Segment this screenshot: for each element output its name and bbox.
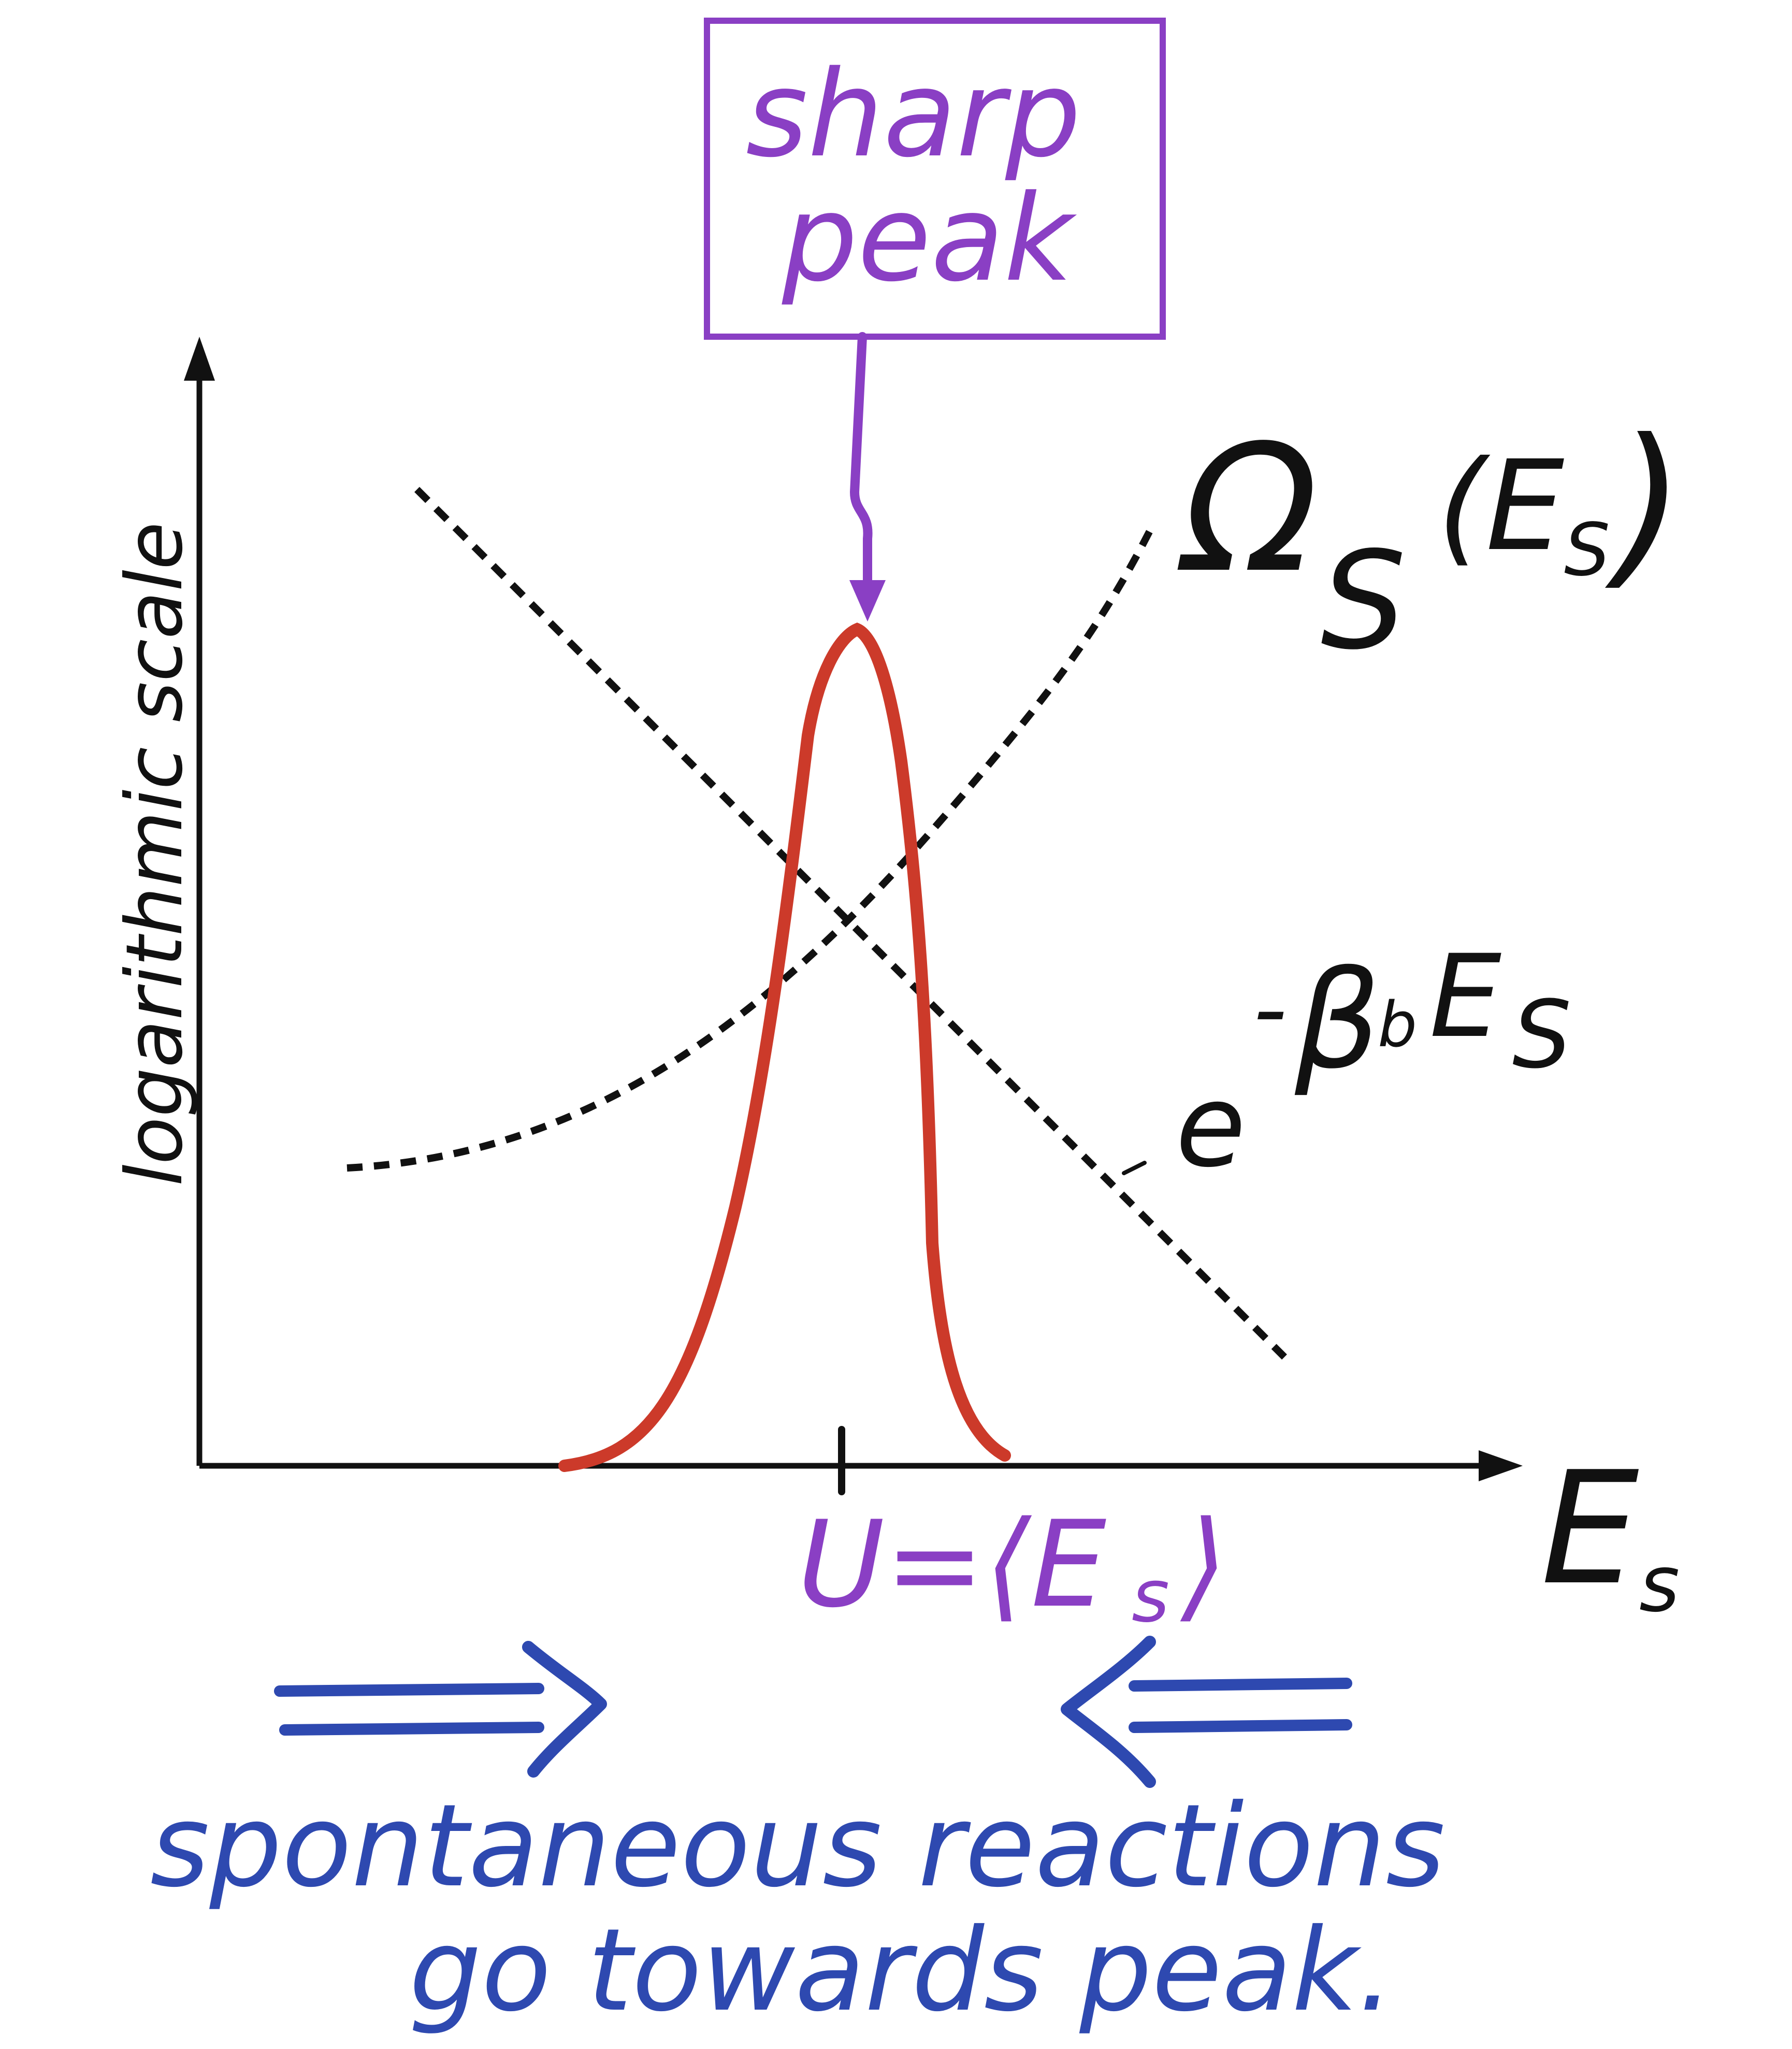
sharp-peak-box — [704, 18, 1166, 340]
sharp-peak-pointer — [849, 332, 873, 611]
boltzmann-exp-E: E — [1429, 930, 1501, 1063]
x-axis-arrowhead — [1479, 1450, 1523, 1481]
boltzmann-factor-curve — [414, 487, 1287, 1360]
density-of-states-curve — [346, 529, 1153, 1172]
omega-argument-subscript: S — [1564, 508, 1610, 593]
sharp-peak-box-line2: peak — [782, 170, 1077, 308]
omega-close-paren: ) — [1605, 401, 1685, 607]
boltzmann-exp-E-subscript: S — [1512, 981, 1571, 1089]
boltzmann-exp-minus: - — [1253, 955, 1287, 1063]
mean-energy-close: ⟩ — [1180, 1496, 1227, 1634]
omega-symbol: Ω — [1175, 407, 1318, 612]
sharp-peak-pointer-arrowhead — [849, 580, 886, 622]
mean-energy-text: U=⟨E — [798, 1496, 1106, 1634]
boltzmann-label-leader — [1122, 1161, 1147, 1175]
axes — [184, 337, 1523, 1495]
boltzmann-factor-label: e - β b E S — [1122, 930, 1571, 1192]
mean-energy-subscript: s — [1132, 1554, 1169, 1639]
left-double-arrow — [1061, 1636, 1352, 1788]
x-axis-label: E — [1541, 1438, 1640, 1619]
probability-peak-curve — [558, 622, 1011, 1472]
caption-line1: spontaneous reactions — [150, 1780, 1445, 1912]
right-double-arrow — [274, 1641, 607, 1778]
y-axis-label: logarithmic scale — [110, 522, 200, 1186]
omega-argument: (E — [1437, 434, 1565, 579]
omega-subscript: S — [1321, 523, 1406, 680]
mean-energy-label: U=⟨E s ⟩ — [798, 1496, 1227, 1639]
boltzmann-exp-beta-subscript: b — [1378, 989, 1417, 1061]
boltzmann-exp-beta: β — [1293, 943, 1381, 1099]
x-axis-label-subscript: s — [1639, 1539, 1680, 1629]
sharp-peak-box-line1: sharp — [746, 46, 1081, 184]
boltzmann-base: e — [1176, 1060, 1246, 1192]
density-of-states-label: Ω S (E S ) — [1175, 401, 1685, 680]
sharp-peak-callout: sharp peak — [704, 18, 1166, 622]
y-axis-arrowhead — [184, 337, 215, 381]
caption-line2: go towards peak. — [409, 1904, 1394, 2037]
